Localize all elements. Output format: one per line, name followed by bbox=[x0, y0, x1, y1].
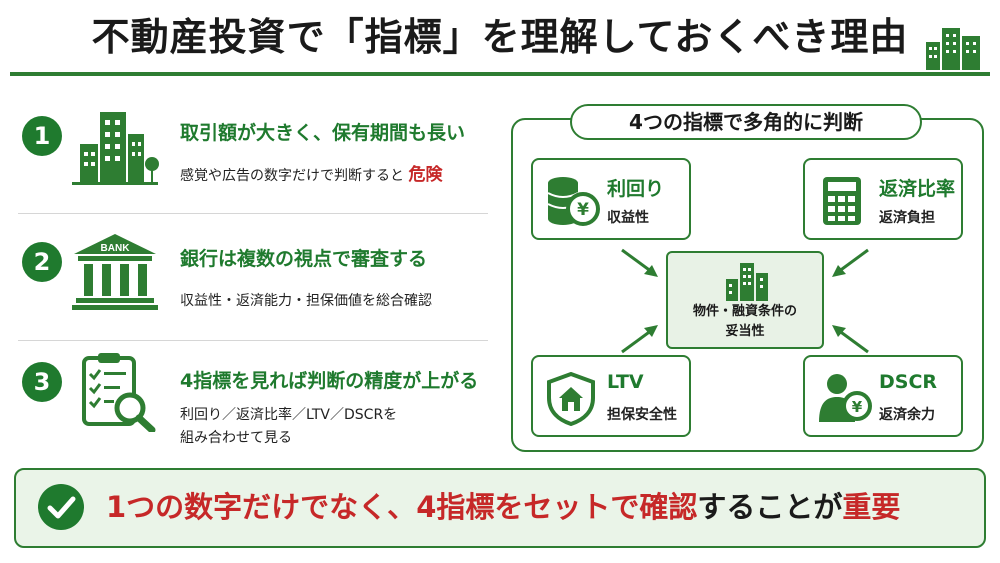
building-icon bbox=[726, 263, 768, 301]
indicator-ltv: LTV 担保安全性 bbox=[531, 355, 691, 437]
reason-description: 感覚や広告の数字だけで判断すると 危険 bbox=[180, 164, 442, 188]
page-title: 不動産投資で「指標」を理解しておくべき理由 bbox=[91, 15, 909, 59]
danger-label: 危険 bbox=[408, 165, 443, 185]
arrow-icon bbox=[832, 325, 869, 354]
indicator-sub: 返済負担 bbox=[879, 210, 935, 226]
reason-3: 3 4指標を見れば判断の精度が上がる 利回り／返済比率／LTV／DSCRを 組み… bbox=[22, 348, 492, 458]
checklist-magnifier-icon bbox=[82, 353, 156, 432]
center-label: 物件・融資条件の 妥当性 bbox=[668, 302, 822, 342]
reason-description: 利回り／返済比率／LTV／DSCRを 組み合わせて見る bbox=[180, 404, 397, 450]
reason-title: 4指標を見れば判断の精度が上がる bbox=[180, 370, 479, 392]
indicator-sub: 担保安全性 bbox=[607, 407, 677, 423]
coin-stack-yen-icon: ¥ bbox=[547, 177, 600, 226]
indicator-sub: 返済余力 bbox=[879, 407, 935, 423]
reason-desc-line: 利回り／返済比率／LTV／DSCRを bbox=[180, 407, 398, 423]
building-tree-icon bbox=[72, 112, 159, 185]
conclusion-part: 重要 bbox=[842, 490, 901, 524]
shield-house-icon bbox=[547, 372, 595, 426]
reason-number: 2 bbox=[22, 242, 62, 282]
center-judgement-box: 物件・融資条件の 妥当性 bbox=[666, 251, 824, 349]
panel-heading: 4つの指標で多角的に判断 bbox=[570, 104, 922, 140]
reason-number: 3 bbox=[22, 362, 62, 402]
check-circle-icon bbox=[38, 484, 84, 530]
reason-title: 銀行は複数の視点で審査する bbox=[180, 248, 428, 270]
indicator-dscr: ¥ DSCR 返済余力 bbox=[803, 355, 963, 437]
title-divider bbox=[10, 72, 990, 76]
reason-2: 2 BANK 銀行は複数の視点で審査する 収益性・返済能力・担保価値を総合確認 bbox=[22, 226, 492, 326]
arrow-icon bbox=[832, 248, 869, 277]
reason-number: 1 bbox=[22, 116, 62, 156]
divider bbox=[18, 340, 488, 341]
conclusion-part: 4指標をセットで確認 bbox=[416, 490, 698, 524]
person-yen-icon: ¥ bbox=[819, 374, 872, 422]
center-label-line: 物件・融資条件の bbox=[692, 304, 797, 319]
conclusion-part: 1つの数字だけでなく、 bbox=[106, 490, 417, 524]
reason-description: 収益性・返済能力・担保価値を総合確認 bbox=[180, 293, 432, 309]
indicator-title: 返済比率 bbox=[879, 178, 956, 200]
reason-title: 取引額が大きく、保有期間も長い bbox=[180, 122, 466, 144]
indicator-yield: ¥ 利回り 収益性 bbox=[531, 158, 691, 240]
reason-desc-line: 組み合わせて見る bbox=[180, 430, 292, 446]
indicator-repayment: 返済比率 返済負担 bbox=[803, 158, 963, 240]
calculator-icon bbox=[823, 177, 861, 225]
green-buildings-icon bbox=[926, 28, 980, 70]
indicator-title: 利回り bbox=[607, 178, 665, 200]
conclusion-text: 1つの数字だけでなく、4指標をセットで確認することが重要 bbox=[106, 484, 900, 526]
svg-text:¥: ¥ bbox=[852, 398, 863, 416]
indicator-title: DSCR bbox=[879, 371, 938, 393]
reason-desc-text: 感覚や広告の数字だけで判断すると bbox=[180, 168, 404, 184]
bank-icon: BANK bbox=[72, 234, 158, 310]
conclusion-part: することが bbox=[697, 490, 843, 524]
arrow-icon bbox=[621, 325, 658, 354]
conclusion-banner bbox=[14, 468, 986, 548]
arrow-icon bbox=[621, 248, 658, 277]
indicator-sub: 収益性 bbox=[607, 210, 649, 226]
reason-1: 1 取引額が大きく、保有期間も長い 感覚や広告の数字だけで判断すると 危険 bbox=[22, 102, 492, 202]
svg-text:¥: ¥ bbox=[577, 200, 589, 220]
bank-label: BANK bbox=[101, 243, 131, 254]
divider bbox=[18, 213, 488, 214]
center-label-line: 妥当性 bbox=[725, 324, 765, 339]
indicator-title: LTV bbox=[607, 371, 644, 393]
